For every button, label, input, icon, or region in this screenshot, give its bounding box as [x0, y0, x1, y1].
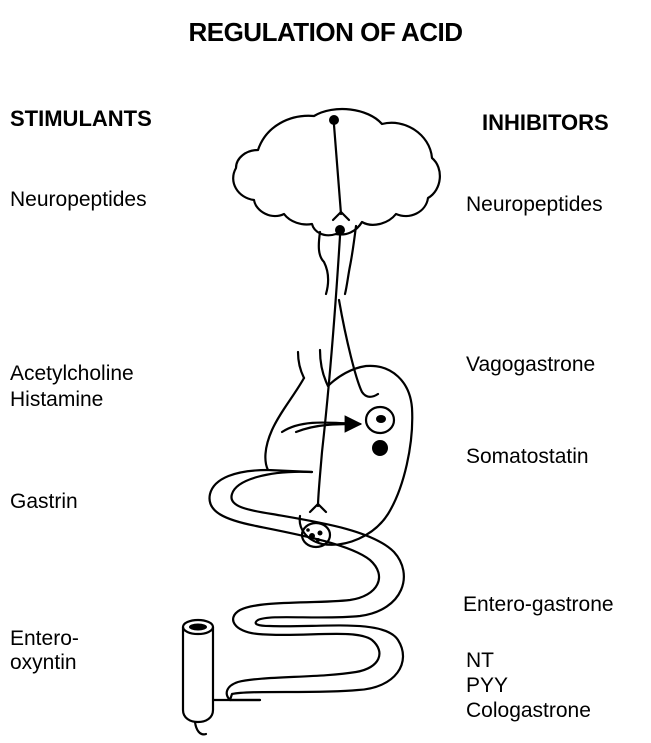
colon-top-inner: [189, 624, 207, 631]
top-neuron: [329, 115, 339, 125]
vagus-synapse: [310, 504, 326, 512]
descending-axon: [334, 125, 341, 214]
colon-body: [183, 627, 260, 722]
parietal-nucleus: [376, 415, 386, 423]
colon-bottom: [195, 722, 206, 734]
d-cell: [372, 440, 388, 456]
brainstem-neuron: [335, 225, 345, 235]
g-cell-dot-2: [318, 531, 323, 536]
vagus-branch: [339, 300, 378, 397]
synapse-1: [333, 212, 349, 220]
g-cell-dot-4: [306, 528, 310, 532]
stomach-outline: [265, 366, 412, 545]
acid-arrow: [296, 424, 360, 432]
